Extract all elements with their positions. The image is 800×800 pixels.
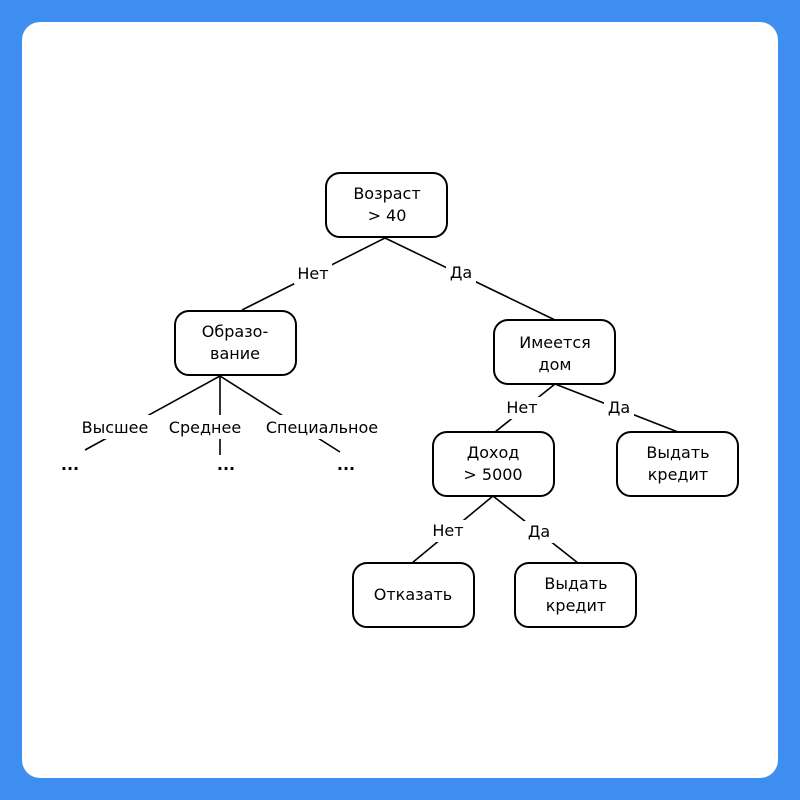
- node-education: Образо- вание: [174, 310, 297, 376]
- node-refuse: Отказать: [352, 562, 475, 628]
- node-age-line2: > 40: [368, 206, 407, 225]
- ellipsis-higher: ...: [61, 455, 79, 474]
- edge-label-age-yes: Да: [450, 263, 472, 282]
- node-approve-income-line2: кредит: [546, 596, 606, 615]
- canvas-card: [22, 22, 778, 778]
- node-refuse-line1: Отказать: [374, 585, 452, 604]
- ellipsis-special: ...: [337, 455, 355, 474]
- node-approve-house-line1: Выдать: [646, 443, 709, 462]
- node-house-line1: Имеется: [519, 333, 590, 352]
- edge-label-edu-higher: Высшее: [82, 418, 149, 437]
- edge-label-income-yes: Да: [528, 522, 550, 541]
- edge-label-age-no: Нет: [297, 264, 328, 283]
- edge-label-house-yes: Да: [608, 398, 630, 417]
- node-income: Доход > 5000: [432, 431, 555, 497]
- node-age-line1: Возраст: [353, 184, 420, 203]
- node-age: Возраст > 40: [325, 172, 448, 238]
- edge-label-income-no: Нет: [432, 521, 463, 540]
- node-income-line1: Доход: [467, 443, 520, 462]
- node-approve-house-line2: кредит: [648, 465, 708, 484]
- node-house: Имеется дом: [493, 319, 616, 385]
- edge-label-edu-secondary: Среднее: [169, 418, 241, 437]
- node-approve-house: Выдать кредит: [616, 431, 739, 497]
- edge-label-edu-special: Специальное: [266, 418, 378, 437]
- node-education-line1: Образо-: [202, 322, 269, 341]
- node-house-line2: дом: [539, 355, 572, 374]
- node-approve-income-line1: Выдать: [544, 574, 607, 593]
- node-income-line2: > 5000: [463, 465, 522, 484]
- node-education-line2: вание: [210, 344, 260, 363]
- ellipsis-secondary: ...: [217, 455, 235, 474]
- edge-edu-special: [219, 375, 341, 453]
- node-approve-income: Выдать кредит: [514, 562, 637, 628]
- edge-label-house-no: Нет: [506, 398, 537, 417]
